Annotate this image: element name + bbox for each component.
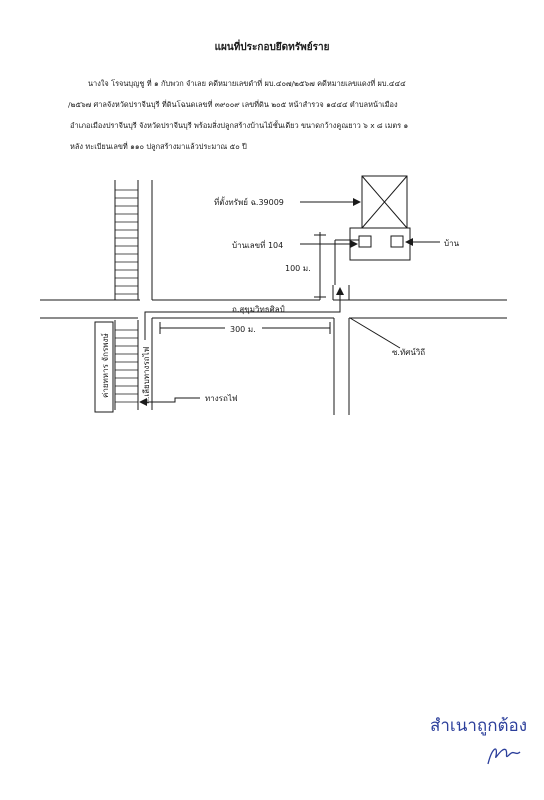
document-title: แผนที่ประกอบยึดทรัพย์ราย xyxy=(214,42,330,53)
road-label: ถ.สุขุมวิทธศิลป์ xyxy=(232,305,285,314)
main-road xyxy=(40,299,507,319)
dimension-300m xyxy=(159,322,331,334)
paragraph-line: /๒๕๖๗ ศาลจังหวัดปราจีนบุรี ที่ดินโฉนดเลข… xyxy=(68,100,398,109)
soi-label: ซ.ทัศน์วิถี xyxy=(392,348,426,357)
camp-label: ค่ายทหาร จักรพงษ์ xyxy=(101,333,110,398)
distance-100-label: 100 ม. xyxy=(285,264,311,273)
distance-300-label: 300 ม. xyxy=(230,325,256,334)
house-number-label: บ้านเลขที่ 104 xyxy=(232,241,284,250)
soi-pointer xyxy=(349,317,401,349)
house-104-box xyxy=(358,235,372,248)
railway-track xyxy=(114,180,139,410)
certified-copy-stamp: สำเนาถูกต้อง xyxy=(430,716,528,736)
dimension-100m xyxy=(314,234,326,298)
paragraph-line: นางใจ โรจนบุญชู ที่ ๑ กับพวก จำเลย คดีหม… xyxy=(88,79,406,88)
house-box xyxy=(390,235,404,248)
paragraph-line: หลัง ทะเบียนเลขที่ ๑๑๐ ปลูกสร้างมาแล้วปร… xyxy=(70,142,247,151)
house-label: บ้าน xyxy=(444,239,460,248)
railway-pointer xyxy=(139,397,200,406)
property-label: ที่ตั้งทรัพย์ ฉ.39009 xyxy=(214,198,284,207)
description-paragraph: นางใจ โรจนบุญชู ที่ ๑ กับพวก จำเลย คดีหม… xyxy=(68,73,482,157)
property-parcel xyxy=(334,175,411,285)
route-arrow xyxy=(144,287,344,340)
signature-icon xyxy=(487,748,521,765)
paragraph-line: อำเภอเมืองปราจีนบุรี จังหวัดปราจีนบุรี พ… xyxy=(70,121,409,130)
camp-block xyxy=(94,321,114,413)
railway-label: ทางรถไฟ xyxy=(205,394,238,403)
vertical-road-label: ถ.เลียบทางรถไฟ xyxy=(142,346,151,404)
